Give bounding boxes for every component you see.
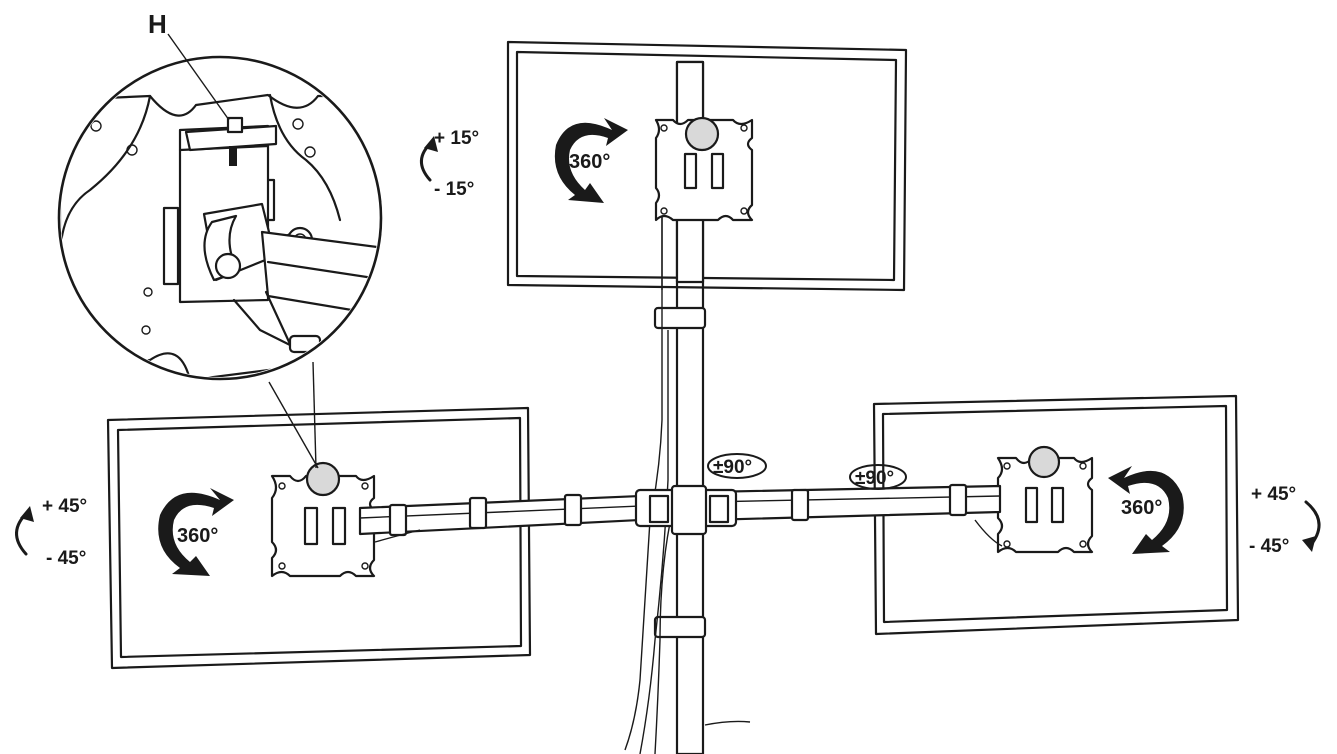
- top-rotation-label: 360°: [569, 151, 610, 173]
- top-tilt-down-label: - 15°: [434, 179, 474, 200]
- top-tilt-arrow-icon: [420, 136, 438, 182]
- left-rotation-arrow-icon: [158, 488, 234, 576]
- right-tilt-down-label: - 45°: [1249, 536, 1289, 557]
- right-rotation-arrow-icon: [1108, 466, 1184, 554]
- left-tilt-arrow-icon: [15, 506, 34, 556]
- right-arm-swivel-label: ±90°: [855, 468, 894, 489]
- right-rotation-label: 360°: [1121, 497, 1162, 519]
- left-rotation-label: 360°: [177, 525, 218, 547]
- right-tilt-arrow-icon: [1302, 500, 1321, 552]
- left-arm-swivel-badge: [707, 453, 767, 479]
- top-rotation-arrow-icon: [554, 118, 628, 203]
- left-monitor: [106, 406, 532, 670]
- center-hub: [634, 484, 738, 536]
- left-vesa-plate: [270, 461, 376, 578]
- part-h-label: H: [148, 9, 167, 39]
- top-tilt-up-label: + 15°: [434, 128, 479, 149]
- detail-magnifier: [57, 55, 383, 381]
- right-vesa-plate: [996, 445, 1094, 554]
- right-tilt-up-label: + 45°: [1251, 484, 1296, 505]
- right-arm-swivel-badge: [849, 464, 907, 490]
- left-arm: [358, 493, 642, 543]
- part-h-leader-line: [167, 33, 230, 121]
- callout-leader-lines: [268, 361, 319, 469]
- top-vesa-plate: [654, 116, 754, 222]
- left-tilt-up-label: + 45°: [42, 496, 87, 517]
- right-arm: [704, 483, 1003, 547]
- right-monitor: [872, 394, 1240, 636]
- left-tilt-down-label: - 45°: [46, 548, 86, 569]
- left-arm-swivel-label: ±90°: [713, 457, 752, 478]
